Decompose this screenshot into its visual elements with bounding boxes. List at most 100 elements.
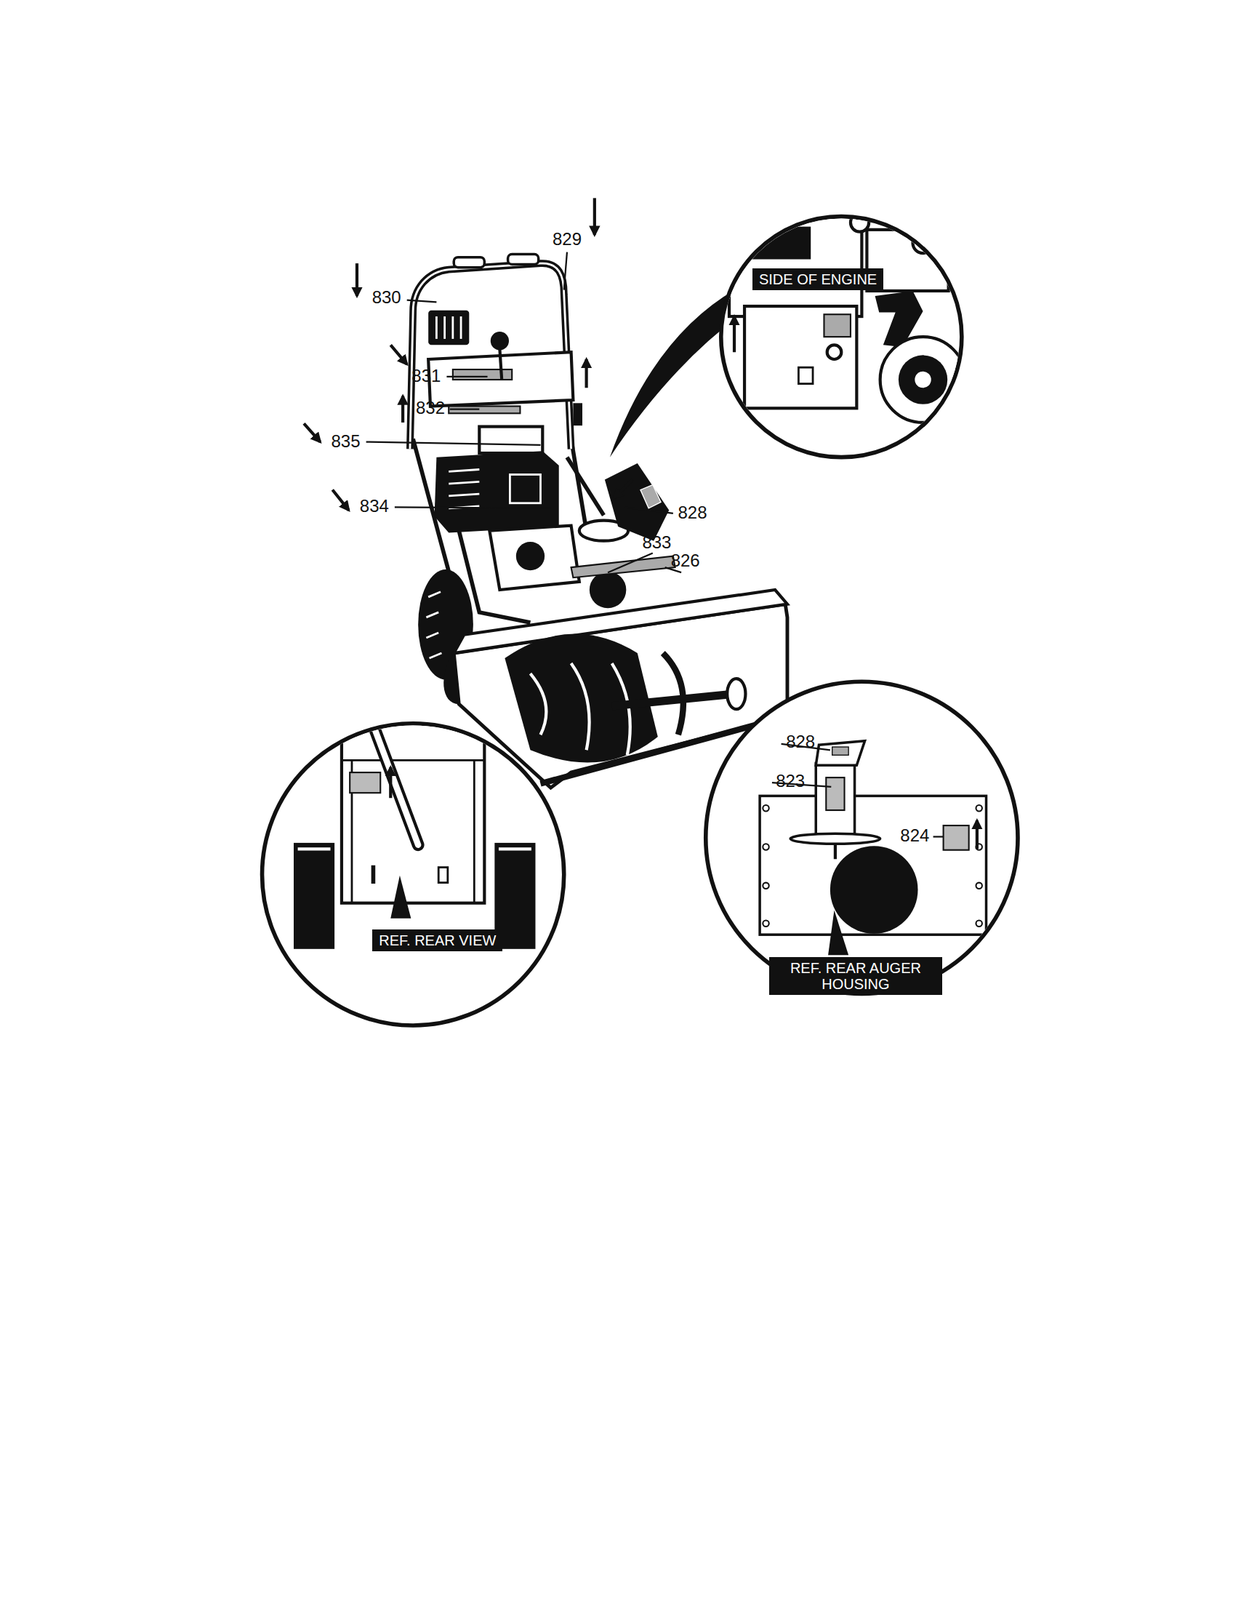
engine-detail [744,306,857,408]
engine-detail [729,213,966,423]
snowblower-illustration [529,673,546,735]
snowblower-illustration [453,589,788,653]
snowblower-illustration [448,481,480,484]
location-arrow [390,344,407,365]
snowblower-illustration [663,652,684,735]
rear-auger-housing-detail [815,740,865,766]
rear-view-detail [293,713,536,949]
callout-number: 828 [677,503,707,522]
engine-detail [721,213,967,457]
rear-view-detail [349,772,381,793]
rear-auger-housing-detail [759,740,986,956]
engine-detail [823,314,850,337]
snowblower-illustration [429,652,443,658]
tag-text: REF. REAR VIEW [378,932,496,949]
callout-number: 834 [359,496,389,516]
engine-detail [798,367,813,384]
engine-detail [914,371,931,388]
callout-number: 829 [552,229,582,249]
callout-number: 831 [411,366,441,386]
rear-view-detail [341,713,485,903]
callout-number: 828 [785,732,815,751]
rear-view-detail [293,842,335,949]
rear-view-detail [438,867,448,883]
rear-auger-housing-detail [762,804,769,811]
snowblower-illustration [448,468,480,472]
snowblower-illustration [490,331,509,350]
snowblower-illustration [436,316,461,339]
engine-detail [898,354,948,404]
rear-auger-housing-detail [975,804,982,811]
rear-auger-housing-detail [975,882,982,889]
callout-number: 824 [900,825,930,845]
snowblower-illustration [567,457,605,516]
engine-detail [850,213,869,232]
rear-view-detail [498,846,532,850]
snowblower-illustration [448,468,541,508]
engine-detail [880,336,967,423]
engine-detail [913,232,934,253]
snowblower-illustration [479,426,543,453]
snowblower-illustration [428,310,469,346]
leader-line [624,506,674,513]
snowblower-illustration [571,663,590,750]
snowblower-illustration [435,316,438,339]
snowblower-illustration [509,474,541,504]
rear-auger-housing-detail [815,762,855,837]
rear-auger-housing-detail [759,795,986,935]
snowblower-illustration [443,316,446,339]
engine-detail [732,316,736,352]
leader-line [933,835,944,837]
rear-view-detail [341,758,485,762]
snowblower-illustration [640,484,661,509]
location-arrow [355,263,359,296]
location-arrow [613,479,632,498]
engine-detail [749,226,811,260]
tag-text: REF. REAR AUGER HOUSING [775,959,936,992]
snowblower-illustration [489,525,579,590]
rear-view-detail [371,865,376,884]
snowblower-illustration [508,253,539,264]
leader-line [607,553,653,573]
callout-number: 830 [372,287,402,307]
leader-line [366,252,944,837]
snowblower-illustration [604,463,669,541]
location-arrow [401,395,405,422]
reference-tag: SIDE OF ENGINE [752,268,884,291]
location-arrow [303,423,320,442]
leader-line [394,506,552,508]
rear-auger-housing-detail [832,746,849,755]
rear-auger-housing-detail [943,825,970,850]
snowblower-illustration [504,633,658,763]
snowblower-illustration [448,406,520,414]
snowblower-illustration [412,438,586,623]
rear-auger-housing-detail [830,845,919,934]
rear-view-detail [262,713,565,1026]
snowblower-illustration [589,571,627,609]
snowblower-illustration [727,678,746,709]
leader-line [564,252,568,291]
engine-detail [729,214,862,317]
snowblower-illustration [443,652,459,704]
rear-view-detail [390,875,411,919]
snowblower-illustration [612,693,735,706]
rear-auger-housing-detail [762,882,769,889]
rear-auger-housing-detail [975,820,979,849]
reference-tag: REF. REAR AUGER HOUSING [769,956,943,995]
snowblower-illustration [572,402,583,426]
rear-auger-housing-detail [762,843,769,850]
snowblower-illustration [428,591,441,597]
leader-line [446,375,488,378]
snowblower-illustration [448,493,480,496]
rear-auger-housing-detail [705,681,1018,994]
rear-auger-housing-detail [833,843,837,859]
leader-line [366,442,541,445]
location-arrow [303,197,633,510]
snowblower-illustration [516,541,545,570]
rear-auger-housing-detail [975,920,982,927]
rear-auger-housing-detail [825,777,845,810]
snowblower-illustration [499,348,502,380]
